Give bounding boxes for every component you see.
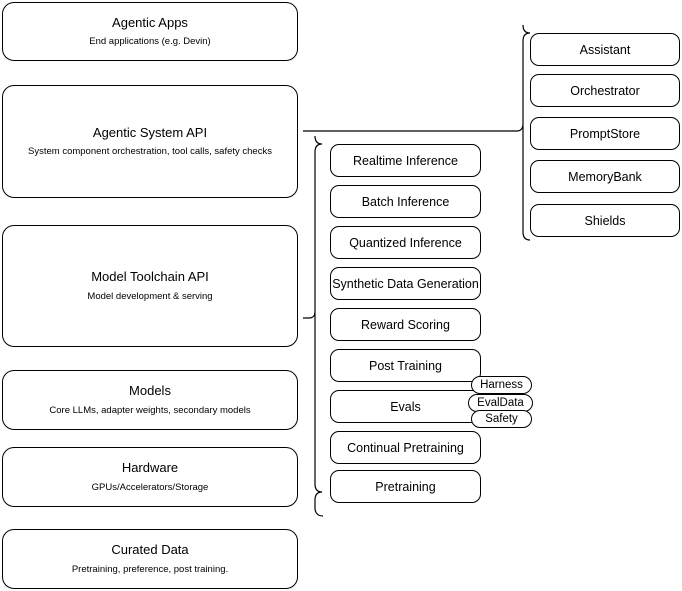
evals-subitem-evaldata[interactable]: EvalData [468,394,533,412]
toolchain-item-pretraining[interactable]: Pretraining [330,470,481,503]
layer-model-toolchain-api[interactable]: Model Toolchain API Model development & … [2,225,298,347]
layer-subtitle: Core LLMs, adapter weights, secondary mo… [49,404,251,416]
evals-subitem-harness[interactable]: Harness [471,376,532,394]
system-component-orchestrator[interactable]: Orchestrator [530,74,680,107]
layer-subtitle: End applications (e.g. Devin) [89,36,211,48]
layer-subtitle: System component orchestration, tool cal… [28,146,272,158]
layer-subtitle: GPUs/Accelerators/Storage [91,481,209,493]
layer-agentic-apps[interactable]: Agentic Apps End applications (e.g. Devi… [2,2,298,61]
system-component-assistant[interactable]: Assistant [530,33,680,66]
system-component-memorybank[interactable]: MemoryBank [530,160,680,193]
toolchain-item-evals[interactable]: Evals [330,390,481,423]
toolchain-item-continual-pretraining[interactable]: Continual Pretraining [330,431,481,464]
toolchain-item-realtime-inference[interactable]: Realtime Inference [330,144,481,177]
system-component-shields[interactable]: Shields [530,204,680,237]
layer-title: Hardware [121,460,179,476]
layer-title: Agentic System API [92,124,208,140]
layer-title: Model Toolchain API [91,269,209,285]
system-components-brace [512,24,531,241]
toolchain-item-post-training[interactable]: Post Training [330,349,481,382]
layer-subtitle: Model development & serving [87,290,213,302]
layer-agentic-system-api[interactable]: Agentic System API System component orch… [2,85,298,198]
layer-subtitle: Pretraining, preference, post training. [71,563,229,575]
layer-title: Agentic Apps [112,14,188,30]
toolchain-item-reward-scoring[interactable]: Reward Scoring [330,308,481,341]
evals-subitem-safety[interactable]: Safety [471,410,532,428]
layer-models[interactable]: Models Core LLMs, adapter weights, secon… [2,370,298,430]
layer-hardware[interactable]: Hardware GPUs/Accelerators/Storage [2,447,298,507]
layer-title: Models [129,383,171,399]
toolchain-item-quantized-inference[interactable]: Quantized Inference [330,226,481,259]
system-component-promptstore[interactable]: PromptStore [530,117,680,150]
toolchain-item-batch-inference[interactable]: Batch Inference [330,185,481,218]
toolchain-brace [303,135,324,517]
layer-title: Curated Data [111,542,189,558]
toolchain-item-synthetic-data-generation[interactable]: Synthetic Data Generation [330,267,481,300]
layer-curated-data[interactable]: Curated Data Pretraining, preference, po… [2,529,298,589]
